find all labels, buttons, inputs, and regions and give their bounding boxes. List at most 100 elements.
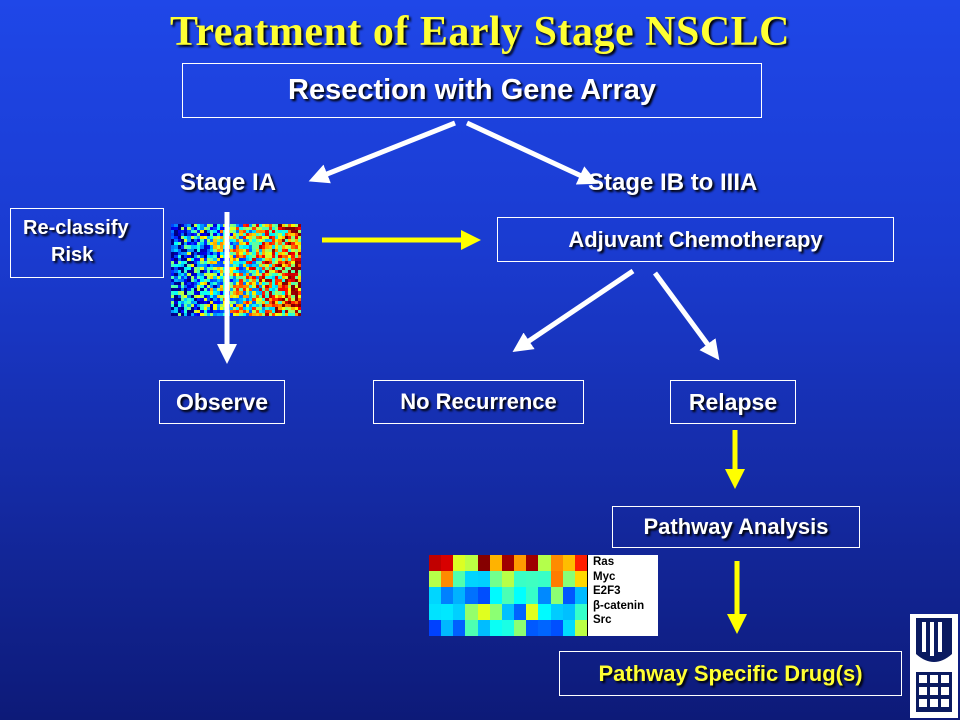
heatmap-cell xyxy=(489,619,502,636)
heatmap-cell xyxy=(236,245,240,249)
heatmap-cell xyxy=(229,306,233,310)
heatmap-cell xyxy=(249,282,253,286)
heatmap-cell xyxy=(171,288,175,292)
heatmap-cell xyxy=(206,282,210,286)
heatmap-cell xyxy=(252,294,256,298)
heatmap-cell xyxy=(239,300,243,304)
heatmap-cell xyxy=(177,312,181,316)
heatmap-cell xyxy=(291,263,295,267)
heatmap-cell xyxy=(193,285,197,289)
heatmap-cell xyxy=(281,263,285,267)
heatmap-cell xyxy=(200,294,204,298)
heatmap-cell xyxy=(249,254,253,258)
no-recurrence-box: No Recurrence xyxy=(373,380,584,424)
heatmap-cell xyxy=(174,233,178,237)
heatmap-cell xyxy=(193,303,197,307)
heatmap-cell xyxy=(526,555,539,572)
heatmap-cell xyxy=(187,285,191,289)
heatmap-cell xyxy=(171,303,175,307)
heatmap-cell xyxy=(252,242,256,246)
heatmap-cell xyxy=(252,254,256,258)
heatmap-cell xyxy=(288,230,292,234)
heatmap-cell xyxy=(184,288,188,292)
heatmap-cell xyxy=(268,236,272,240)
heatmap-cell xyxy=(210,285,214,289)
heatmap-cell xyxy=(284,263,288,267)
heatmap-cell xyxy=(193,297,197,301)
heatmap-cell xyxy=(229,242,233,246)
pathway-analysis-box: Pathway Analysis xyxy=(612,506,860,548)
pathway-drugs-box: Pathway Specific Drug(s) xyxy=(559,651,902,696)
heatmap-cell xyxy=(275,248,279,252)
heatmap-cell xyxy=(219,303,223,307)
heatmap-cell xyxy=(187,306,191,310)
heatmap-cell xyxy=(252,227,256,231)
heatmap-cell xyxy=(255,300,259,304)
heatmap-cell xyxy=(210,300,214,304)
heatmap-cell xyxy=(265,288,269,292)
heatmap-cell xyxy=(187,300,191,304)
heatmap-cell xyxy=(297,276,301,280)
heatmap-cell xyxy=(216,233,220,237)
heatmap-cell xyxy=(171,312,175,316)
adjuvant-label: Adjuvant Chemotherapy xyxy=(568,226,823,252)
heatmap-cell xyxy=(288,248,292,252)
heatmap-cell xyxy=(284,248,288,252)
heatmap-cell xyxy=(210,291,214,295)
heatmap-cell xyxy=(265,303,269,307)
heatmap-cell xyxy=(239,294,243,298)
heatmap-cell xyxy=(180,239,184,243)
heatmap-cell xyxy=(242,257,246,261)
heatmap-cell xyxy=(200,260,204,264)
heatmap-cell xyxy=(229,263,233,267)
heatmap-cell xyxy=(501,587,515,604)
heatmap-cell xyxy=(265,263,269,267)
heatmap-cell xyxy=(171,266,175,270)
heatmap-cell xyxy=(236,312,240,316)
heatmap-cell xyxy=(429,555,442,572)
heatmap-cell xyxy=(245,282,249,286)
heatmap-cell xyxy=(203,309,207,313)
heatmap-cell xyxy=(291,282,295,286)
heatmap-cell xyxy=(265,276,269,280)
heatmap-cell xyxy=(180,312,184,316)
heatmap-cell xyxy=(278,282,282,286)
heatmap-cell xyxy=(213,309,217,313)
heatmap-cell xyxy=(239,273,243,277)
heatmap-cell xyxy=(271,279,275,283)
heatmap-cell xyxy=(213,248,217,252)
heatmap-cell xyxy=(206,294,210,298)
heatmap-cell xyxy=(197,306,201,310)
heatmap-cell xyxy=(550,555,563,572)
heatmap-cell xyxy=(271,248,275,252)
heatmap-cell xyxy=(249,312,253,316)
heatmap-cell xyxy=(249,294,253,298)
heatmap-cell xyxy=(265,266,269,270)
heatmap-cell xyxy=(291,288,295,292)
heatmap-cell xyxy=(216,260,220,264)
heatmap-cell xyxy=(190,242,194,246)
heatmap-cell xyxy=(278,291,282,295)
heatmap-cell xyxy=(278,227,282,231)
gene-expression-heatmap xyxy=(171,224,301,316)
heatmap-cell xyxy=(245,300,249,304)
heatmap-cell xyxy=(203,230,207,234)
heatmap-cell xyxy=(242,236,246,240)
heatmap-cell xyxy=(229,300,233,304)
heatmap-cell xyxy=(258,236,262,240)
heatmap-cell xyxy=(291,312,295,316)
heatmap-cell xyxy=(252,233,256,237)
heatmap-cell xyxy=(255,254,259,258)
heatmap-cell xyxy=(465,619,478,636)
heatmap-cell xyxy=(255,239,259,243)
heatmap-cell xyxy=(275,276,279,280)
heatmap-cell xyxy=(441,571,454,588)
heatmap-cell xyxy=(291,224,295,228)
heatmap-cell xyxy=(203,294,207,298)
heatmap-cell xyxy=(255,248,259,252)
heatmap-cell xyxy=(219,224,223,228)
heatmap-cell xyxy=(297,224,301,228)
heatmap-cell xyxy=(242,300,246,304)
heatmap-cell xyxy=(190,227,194,231)
heatmap-cell xyxy=(216,291,220,295)
